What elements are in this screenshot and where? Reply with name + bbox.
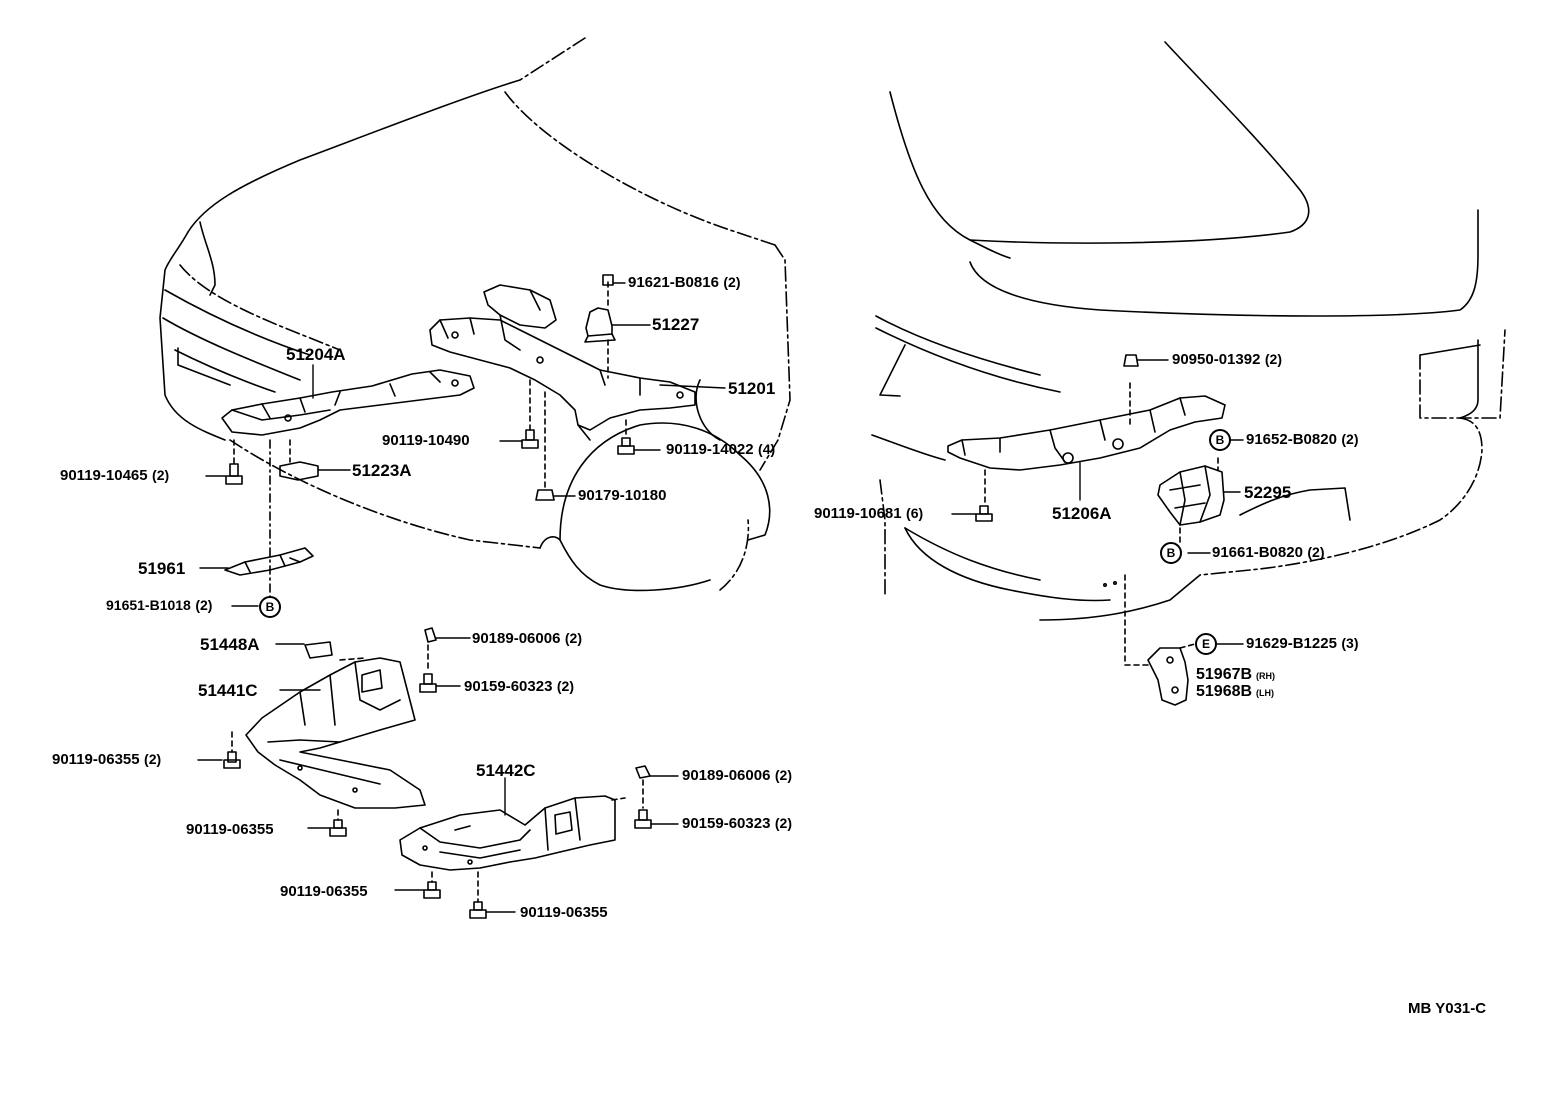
label-90159-60323-a: 90159-60323 (2) [464, 678, 574, 695]
bolts-51201 [521, 379, 635, 501]
marker-E-91629: E [1195, 633, 1217, 655]
label-90179-10180: 90179-10180 [578, 487, 667, 504]
label-52295: 52295 [1244, 483, 1292, 502]
marker-B-91652: B [1209, 429, 1231, 451]
label-90119-10681: 90119-10681 (6) [814, 505, 924, 522]
diagram-code: MB Y031-C [1408, 1000, 1487, 1017]
label-91629-B1225: 91629-B1225 (3) [1246, 635, 1359, 652]
bolts-51442C [423, 765, 652, 919]
marker-B-91651: B [259, 596, 281, 618]
rear-car-body [871, 41, 1506, 621]
undercover-51441C [245, 641, 426, 809]
label-90189-06006-b: 90189-06006 (2) [682, 767, 792, 784]
label-51201: 51201 [728, 379, 776, 398]
bracket-51961 [224, 547, 314, 576]
crossmember-51206A [947, 354, 1226, 522]
label-51227: 51227 [652, 315, 700, 334]
front-car-body [159, 37, 791, 592]
label-90119-14022: 90119-14022 (4) [666, 441, 776, 458]
bracket-52295 [1157, 457, 1225, 546]
pad-51223A [279, 439, 319, 481]
label-51223A: 51223A [352, 461, 412, 480]
label-51204A: 51204A [286, 345, 346, 364]
label-51967B: 51967B(RH) [1196, 666, 1276, 683]
label-90950-01392: 90950-01392 (2) [1172, 351, 1282, 368]
label-51206A: 51206A [1052, 504, 1112, 523]
label-51448A: 51448A [200, 635, 260, 654]
label-91651-B1018: 91651-B1018 (2) [106, 597, 213, 613]
crossmember-51201 [429, 284, 696, 441]
label-90189-06006-a: 90189-06006 (2) [472, 630, 582, 647]
label-90119-10490: 90119-10490 [382, 432, 470, 449]
label-91661-B0820: 91661-B0820 (2) [1212, 544, 1325, 561]
leader-lines [197, 282, 1244, 913]
label-51968B: 51968B(LH) [1196, 683, 1275, 700]
crossmember-51204A [221, 369, 475, 436]
bolt-90119-10465 [225, 439, 243, 485]
label-51442C: 51442C [476, 761, 536, 780]
label-51961: 51961 [138, 559, 186, 578]
label-90119-06355-c: 90119-06355 [280, 883, 368, 900]
label-91652-B0820: 91652-B0820 (2) [1246, 431, 1359, 448]
label-90119-06355-d: 90119-06355 [520, 904, 608, 921]
stopper-51227 [584, 274, 616, 379]
label-90119-06355-a: 90119-06355 (2) [52, 751, 162, 768]
label-90119-06355-b: 90119-06355 [186, 821, 274, 838]
label-51441C: 51441C [198, 681, 258, 700]
bolts-51441C [223, 627, 437, 837]
label-91621-B0816: 91621-B0816 (2) [628, 274, 741, 291]
bracket-51967B [1124, 574, 1196, 706]
label-90159-60323-b: 90159-60323 (2) [682, 815, 792, 832]
label-90119-10465: 90119-10465 (2) [60, 467, 170, 484]
marker-B-91661: B [1160, 542, 1182, 564]
undercover-51442C [399, 795, 616, 871]
